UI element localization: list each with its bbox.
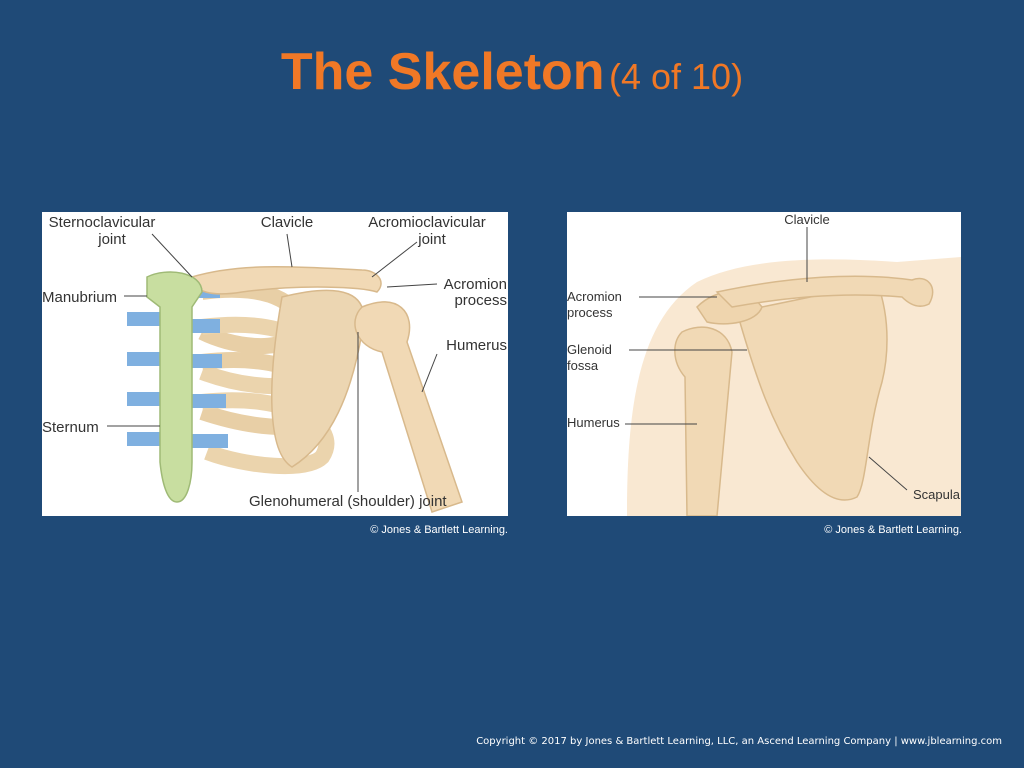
label-glenoid: Glenoid <box>567 342 612 357</box>
clavicle-shape <box>715 275 934 308</box>
label-acromion-process: process <box>567 305 613 320</box>
label-glenoid-fossa: fossa <box>567 358 599 373</box>
humerus-shape <box>354 301 463 513</box>
shoulder-posterior-figure: Clavicle Acromion process Glenoid fossa … <box>567 212 961 516</box>
figure2-credit: © Jones & Bartlett Learning. <box>824 524 962 536</box>
scapula-shape <box>271 289 365 468</box>
figure1-credit: © Jones & Bartlett Learning. <box>370 524 508 536</box>
label-glenohumeral-joint: Glenohumeral (shoulder) joint <box>249 493 447 510</box>
copyright-footer: Copyright © 2017 by Jones & Bartlett Lea… <box>476 736 1002 747</box>
shoulder-girdle-figure: Sternoclavicular joint Clavicle Acromioc… <box>42 212 508 516</box>
slide-title-sub: (4 of 10) <box>609 56 744 97</box>
label-clavicle: Clavicle <box>261 214 314 231</box>
label-sternoclavicular: Sternoclavicular <box>49 214 156 231</box>
label-acromioclavicular-joint: joint <box>417 231 446 248</box>
sternum-shape <box>146 271 203 503</box>
label-sternum: Sternum <box>42 419 99 436</box>
label-acromioclavicular: Acromioclavicular <box>368 214 486 231</box>
label-acromion: Acromion <box>444 276 507 293</box>
label-manubrium: Manubrium <box>42 289 117 306</box>
slide-title-main: The Skeleton <box>280 43 605 101</box>
shoulder-girdle-illustration: Sternoclavicular joint Clavicle Acromioc… <box>42 214 507 513</box>
label-clavicle: Clavicle <box>784 212 830 227</box>
label-humerus: Humerus <box>567 415 620 430</box>
shoulder-posterior-illustration: Clavicle Acromion process Glenoid fossa … <box>567 212 961 516</box>
slide-title: The Skeleton (4 of 10) <box>0 42 1024 102</box>
label-acromion: Acromion <box>567 289 622 304</box>
label-sternoclavicular-joint: joint <box>97 231 126 248</box>
label-humerus: Humerus <box>446 337 507 354</box>
clavicle-shape <box>191 266 382 295</box>
humerus-shape <box>674 326 733 516</box>
label-acromion-process: process <box>454 292 507 309</box>
label-scapula: Scapula <box>913 487 961 502</box>
